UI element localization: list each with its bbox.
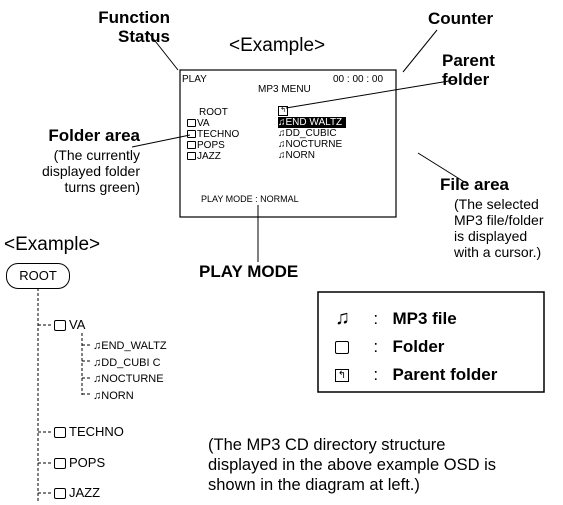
function-status-line2: Status xyxy=(118,27,170,46)
osd-folder-list: VA TECHNO POPS JAZZ xyxy=(187,118,239,162)
mp3-file-icon: ♫ xyxy=(278,150,286,161)
mp3-file-icon: ♫ xyxy=(93,373,102,385)
mp3-file-icon: ♫ xyxy=(335,307,350,329)
tree-va-files: ♫END_WALTZ ♫DD_CUBI C ♫NOCTURNE ♫NORN xyxy=(93,338,167,404)
file-area-note-4: with a cursor.) xyxy=(454,244,542,260)
osd-counter: 00 : 00 : 00 xyxy=(333,74,384,85)
legend-item-parent-folder: ↰ : Parent folder xyxy=(335,361,497,389)
folder-icon xyxy=(54,427,66,439)
tree-folder-pops[interactable]: POPS xyxy=(54,455,105,470)
counter-label: Counter xyxy=(428,9,494,28)
tree-folder-jazz[interactable]: JAZZ xyxy=(54,485,100,500)
osd-play-mode: PLAY MODE : NORMAL xyxy=(201,194,299,204)
folder-icon xyxy=(187,141,196,150)
folder-area-label: Folder area (The currently displayed fol… xyxy=(4,126,140,196)
legend: ♫ : MP3 file : Folder ↰ : Parent folder xyxy=(335,304,497,389)
tree-file-item[interactable]: ♫DD_CUBI C xyxy=(93,356,161,369)
tree-root-node[interactable]: ROOT xyxy=(6,263,70,289)
footnote-line-1: (The MP3 CD directory structure xyxy=(208,436,446,454)
file-area-title: File area xyxy=(440,175,509,194)
example-top-label: <Example> xyxy=(229,35,326,56)
function-status-label: Function Status xyxy=(82,9,170,46)
tree-file-item[interactable]: ♫NOCTURNE xyxy=(93,373,164,385)
parent-folder-line2: folder xyxy=(442,70,490,89)
mp3-file-icon: ♫ xyxy=(278,139,286,150)
mp3-file-icon: ♫ xyxy=(93,389,102,402)
folder-icon xyxy=(187,152,196,161)
parent-folder-icon[interactable]: ↰ xyxy=(278,106,288,116)
mp3-file-icon: ♫ xyxy=(278,117,286,128)
footnote-line-3: shown in the diagram at left.) xyxy=(208,476,420,494)
folder-area-note-1: (The currently xyxy=(53,147,140,163)
footnote-line-2: displayed in the above example OSD is xyxy=(208,456,496,474)
osd-title: MP3 MENU xyxy=(258,84,311,95)
tree-file-item[interactable]: ♫END_WALTZ xyxy=(93,340,167,352)
tree-folder-techno[interactable]: TECHNO xyxy=(54,424,124,439)
osd-file-item[interactable]: ♫NOCTURNE xyxy=(278,139,343,150)
function-status-line1: Function xyxy=(98,8,170,27)
example-left-label: <Example> xyxy=(4,234,101,255)
folder-icon xyxy=(187,119,196,128)
osd-root: ROOT xyxy=(199,107,228,118)
osd-file-item[interactable]: ♫NORN xyxy=(278,150,315,161)
folder-icon xyxy=(54,320,66,332)
folder-area-note-2: displayed folder xyxy=(41,163,140,179)
osd-status: PLAY xyxy=(182,74,207,85)
osd-folder-item[interactable]: POPS xyxy=(187,140,239,151)
mp3-file-icon: ♫ xyxy=(93,356,102,369)
mp3-file-icon: ♫ xyxy=(93,340,102,352)
legend-item-mp3-file: ♫ : MP3 file xyxy=(335,304,497,333)
folder-area-note-3: turns green) xyxy=(64,179,140,195)
folder-icon xyxy=(187,130,196,139)
osd-file-item[interactable]: ♫DD_CUBIC xyxy=(278,128,337,139)
folder-icon xyxy=(54,458,66,470)
file-area-note-1: (The selected xyxy=(454,196,539,212)
folder-icon xyxy=(335,341,349,355)
parent-folder-line1: Parent xyxy=(442,51,495,70)
osd-folder-item[interactable]: JAZZ xyxy=(187,151,239,162)
folder-icon xyxy=(54,488,66,500)
footnote: (The MP3 CD directory structure displaye… xyxy=(208,435,496,495)
osd-folder-item[interactable]: TECHNO xyxy=(187,129,239,140)
legend-item-folder: : Folder xyxy=(335,333,497,361)
file-area-note-3: is displayed xyxy=(454,228,528,244)
parent-folder-icon: ↰ xyxy=(335,369,349,383)
osd-file-list: ♫END WALTZ ♫DD_CUBIC ♫NOCTURNE ♫NORN xyxy=(278,117,347,161)
osd-file-item-selected[interactable]: ♫END WALTZ xyxy=(278,117,347,128)
tree-folder-va[interactable]: VA xyxy=(54,317,85,332)
tree-file-item[interactable]: ♫NORN xyxy=(93,389,134,402)
osd-folder-item[interactable]: VA xyxy=(187,118,239,129)
mp3-file-icon: ♫ xyxy=(278,128,286,139)
folder-area-title: Folder area xyxy=(48,126,140,145)
file-area-note-2: MP3 file/folder xyxy=(454,212,544,228)
play-mode-label: PLAY MODE xyxy=(199,262,299,281)
file-area-label: File area (The selected MP3 file/folder … xyxy=(440,175,544,261)
parent-folder-label: Parent folder xyxy=(442,52,495,89)
